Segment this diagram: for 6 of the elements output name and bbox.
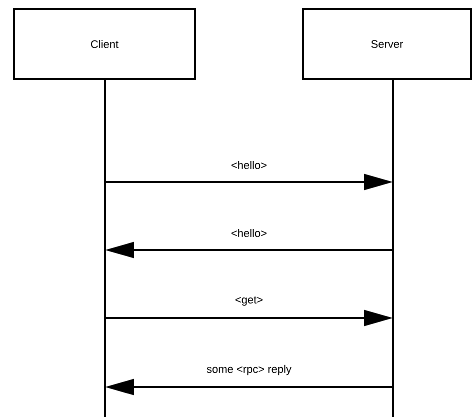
- edge-label: some <rpc> reply: [206, 364, 292, 376]
- participant-box: Client: [13, 8, 196, 80]
- edge-label: <get>: [234, 295, 264, 307]
- edge-label: <hello>: [230, 160, 268, 170]
- participant-box: Server: [302, 8, 472, 80]
- edge-label: <hello>: [230, 228, 268, 238]
